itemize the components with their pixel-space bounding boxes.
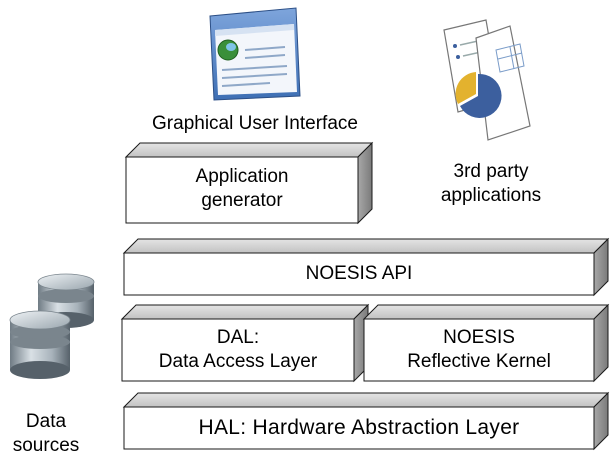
hal-box	[122, 391, 610, 451]
dal-label-line2: Data Access Layer	[158, 350, 318, 372]
documents-icon	[443, 19, 531, 141]
kernel-label-line2: Reflective Kernel	[407, 350, 551, 372]
noesis-api-label: NOESIS API	[305, 263, 413, 284]
hal-label: HAL: Hardware Abstraction Layer	[198, 416, 520, 439]
data-sources-label-line2: sources	[12, 434, 80, 456]
dal-label-line1: DAL:	[216, 327, 260, 348]
app-generator-label: Application generator	[126, 165, 358, 213]
database-icon	[9, 273, 95, 379]
gui-label: Graphical User Interface	[152, 113, 358, 134]
data-sources-label-line1: Data	[25, 411, 67, 432]
dal-label: DAL: Data Access Layer	[122, 326, 354, 374]
gui-window-icon	[209, 7, 301, 101]
noesis-api-box	[122, 237, 610, 297]
kernel-box	[362, 303, 610, 383]
app-generator-box	[124, 141, 374, 225]
data-sources-label: Data sources	[4, 410, 88, 458]
third-party-label-line2: applications	[440, 184, 542, 206]
third-party-label: 3rd party applications	[416, 160, 566, 208]
kernel-label: NOESIS Reflective Kernel	[364, 326, 594, 374]
third-party-label-line1: 3rd party	[453, 161, 529, 182]
dal-box	[120, 303, 370, 383]
kernel-label-line1: NOESIS	[443, 327, 515, 348]
app-generator-label-line1: Application	[195, 166, 289, 187]
app-generator-label-line2: generator	[201, 189, 283, 211]
